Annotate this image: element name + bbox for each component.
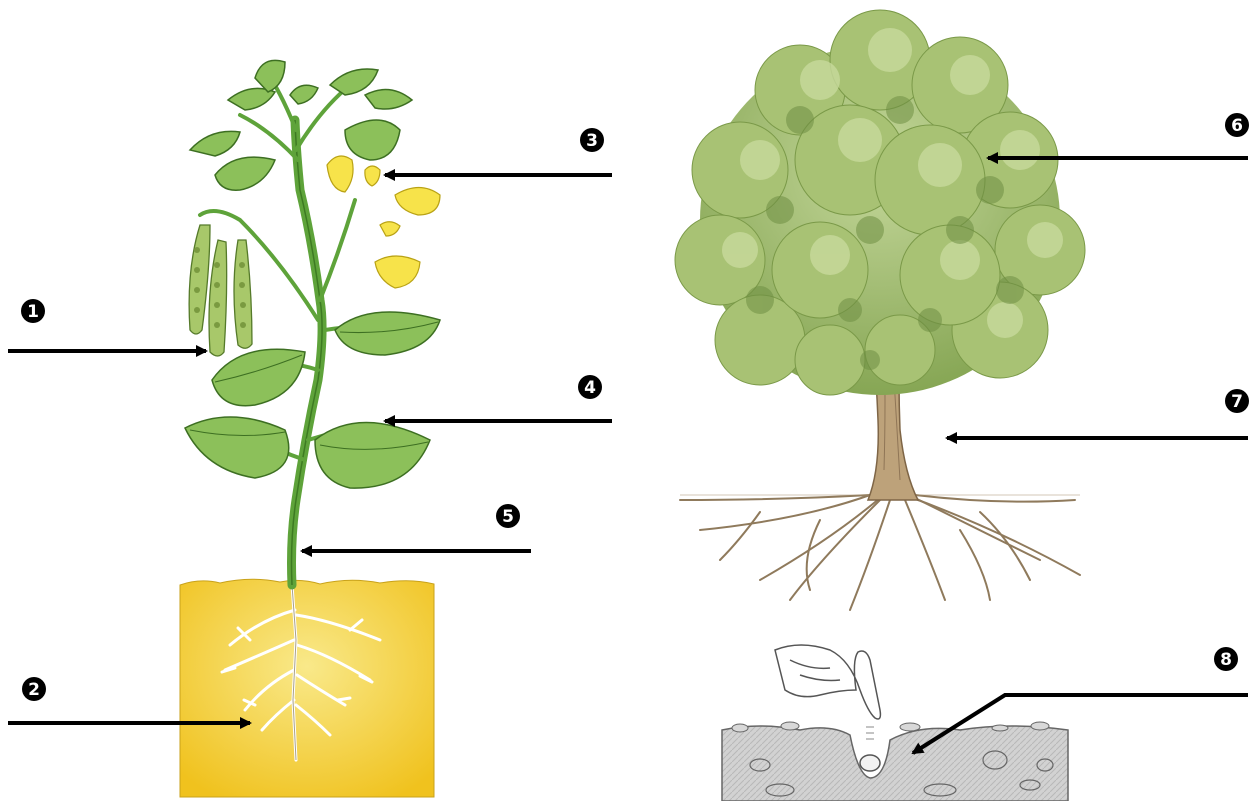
label-2: 2: [28, 680, 40, 700]
badge-8: 8: [1214, 647, 1238, 671]
tree-roots: [680, 495, 1080, 610]
seed: [860, 755, 880, 771]
label-5: 5: [502, 507, 514, 527]
label-4: 4: [584, 378, 596, 398]
tree-canopy: [675, 10, 1085, 395]
label-3: 3: [586, 131, 598, 151]
label-6: 6: [1231, 116, 1243, 136]
ground-cross-section: [722, 726, 1068, 801]
hand: [775, 645, 880, 719]
badge-4: 4: [578, 375, 602, 399]
badge-2: 2: [22, 677, 46, 701]
label-1: 1: [27, 302, 39, 322]
soil-block: [180, 579, 434, 797]
label-8: 8: [1220, 650, 1232, 670]
bean-plant: [180, 60, 440, 797]
badge-1: 1: [21, 299, 45, 323]
badge-6: 6: [1225, 113, 1249, 137]
seed-planting: [722, 645, 1068, 801]
badge-7: 7: [1225, 389, 1249, 413]
label-7: 7: [1231, 392, 1243, 412]
badge-3: 3: [580, 128, 604, 152]
badge-5: 5: [496, 504, 520, 528]
tree: [675, 10, 1085, 610]
